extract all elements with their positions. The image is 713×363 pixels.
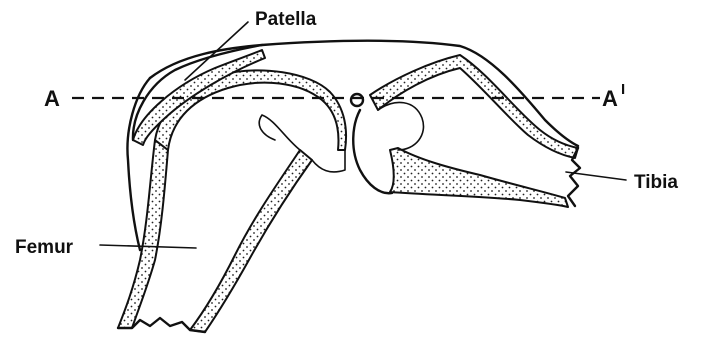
tibia-cortex-upper — [370, 55, 578, 158]
condyle-inner-line — [312, 150, 345, 172]
section-end-prime-mark: I — [621, 81, 625, 98]
meniscus-tubercle — [351, 94, 363, 106]
section-end-label: A — [602, 86, 618, 111]
femur-cortex-anterior — [190, 150, 312, 332]
tibia-label: Tibia — [634, 172, 678, 193]
section-start-label: A — [44, 86, 60, 111]
patella-label: Patella — [255, 9, 317, 30]
intercondylar-notch — [259, 115, 300, 150]
femur-label: Femur — [15, 237, 74, 258]
femoral-condyle — [155, 70, 346, 150]
tibia-plateau-inner — [378, 102, 423, 150]
tibia-cortex-lower — [390, 148, 568, 207]
femur-cortex-posterior — [118, 140, 168, 328]
tibia-plateau — [353, 110, 392, 193]
tibia-leader-line — [566, 172, 626, 180]
